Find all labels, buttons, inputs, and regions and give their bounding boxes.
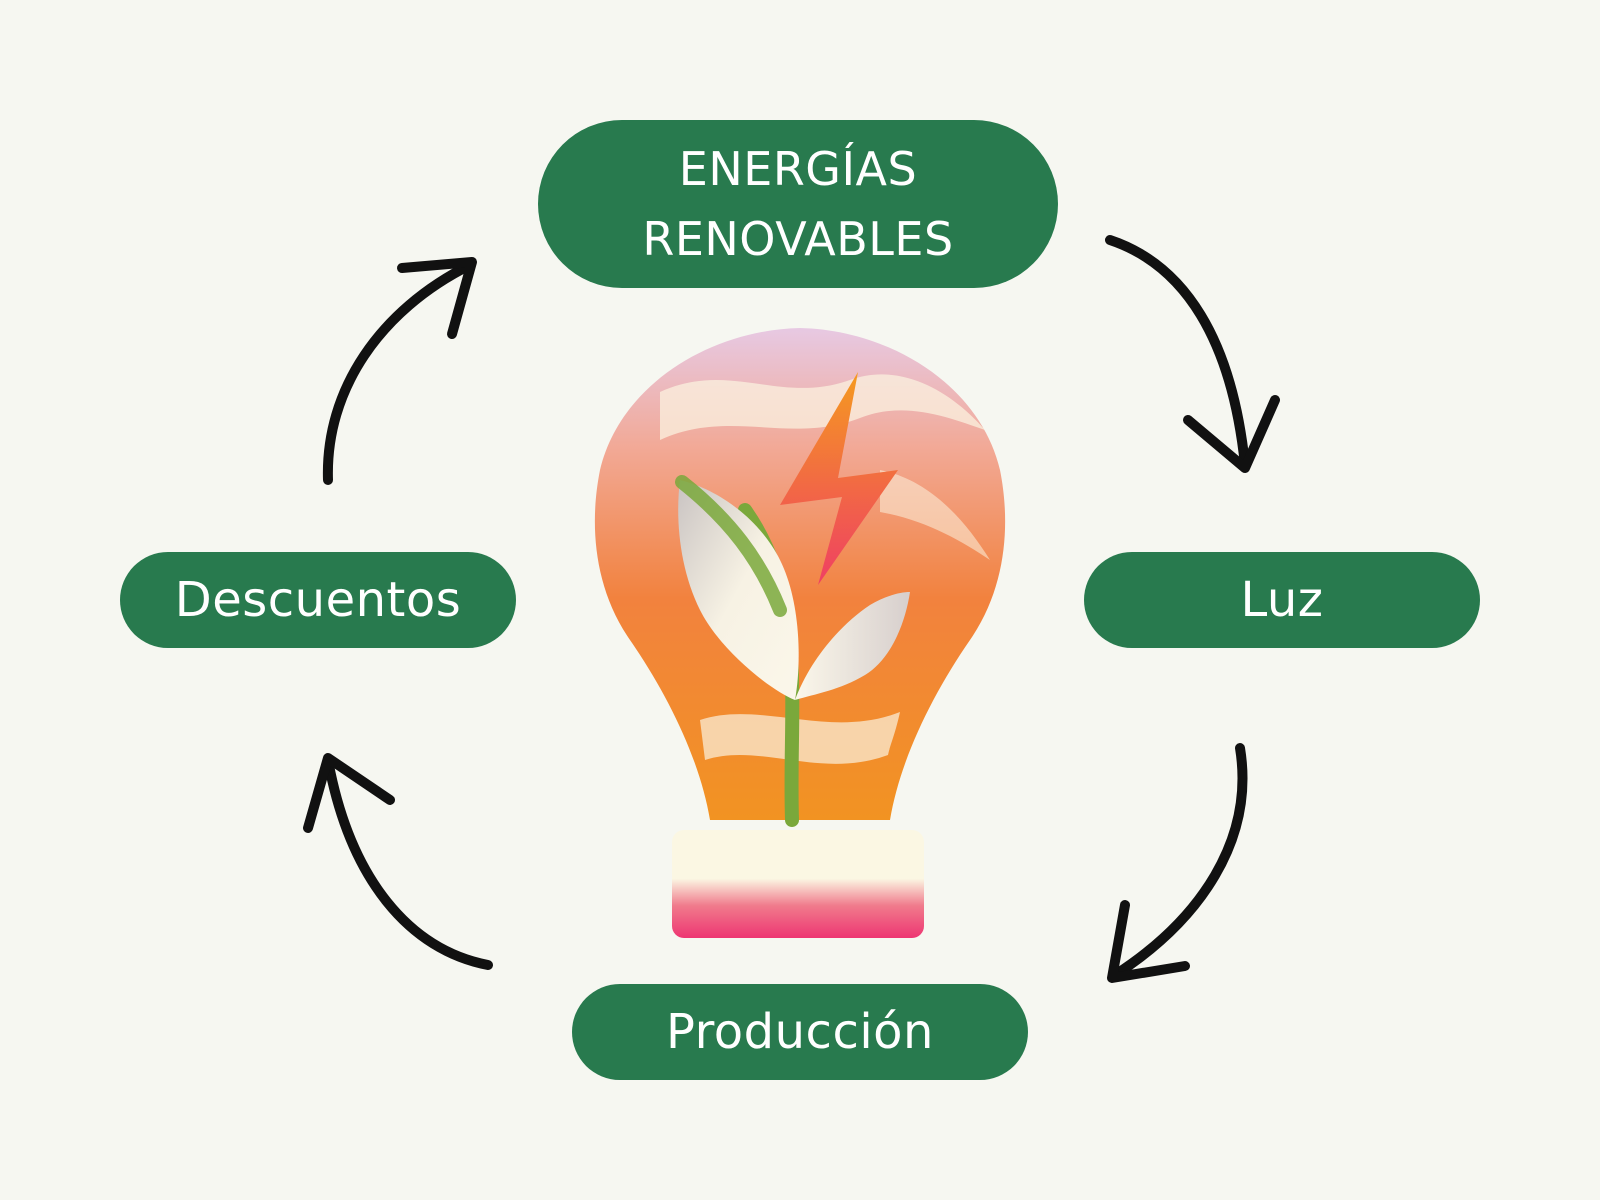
bulb-glass — [594, 328, 1006, 820]
bulb-texture-band — [700, 712, 900, 764]
node-descuentos-label: Descuentos — [174, 572, 462, 628]
cycle-arrows — [303, 235, 1280, 983]
arrow-bottom-to-left — [303, 753, 493, 970]
node-produccion-label: Producción — [666, 1004, 934, 1060]
arrow-top-to-right — [1105, 235, 1280, 473]
plant-leaf-left-vein — [675, 475, 787, 617]
lightning-bolt-icon — [780, 372, 898, 585]
bulb-base — [672, 830, 924, 938]
node-produccion: Producción — [572, 984, 1028, 1080]
node-top-line-2: RENOVABLES — [642, 212, 954, 266]
node-top-line-1: ENERGÍAS — [678, 142, 918, 196]
plant-leaf-right — [795, 592, 910, 700]
node-descuentos: Descuentos — [120, 552, 516, 648]
plant-leaf-left — [678, 480, 799, 700]
bulb-texture-band — [660, 374, 985, 440]
node-luz-label: Luz — [1240, 572, 1324, 628]
arrow-right-to-bottom — [1107, 743, 1248, 983]
node-luz: Luz — [1084, 552, 1480, 648]
bulb-texture-band — [880, 470, 990, 560]
node-energias-renovables: ENERGÍAS RENOVABLES — [538, 120, 1058, 288]
arrow-left-to-top — [322, 257, 477, 485]
lightbulb-plant-icon — [594, 328, 1006, 938]
